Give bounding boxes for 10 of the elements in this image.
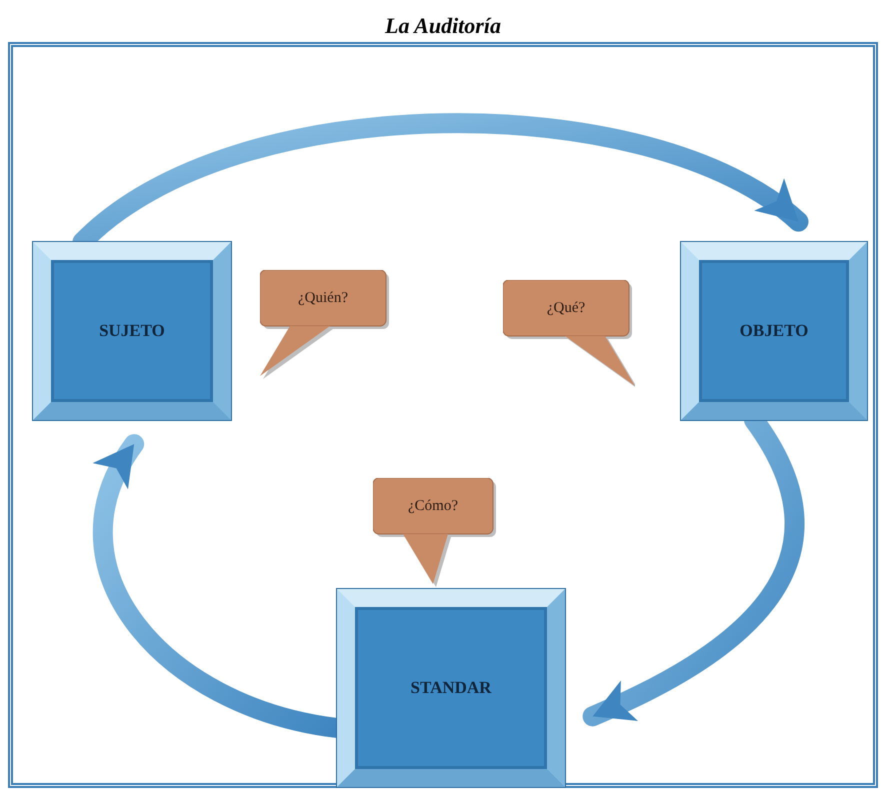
bubble-text: ¿Cómo? (408, 496, 458, 516)
beveled-box (337, 589, 565, 787)
box-label: OBJETO (740, 320, 808, 342)
box-label: STANDAR (410, 677, 492, 700)
box-label: SUJETO (99, 320, 165, 342)
bubble-text: ¿Qué? (546, 298, 586, 318)
bubble-text: ¿Quién? (298, 288, 348, 308)
beveled-box (681, 242, 867, 420)
title: La Auditoría (385, 12, 501, 40)
beveled-box (33, 242, 231, 420)
